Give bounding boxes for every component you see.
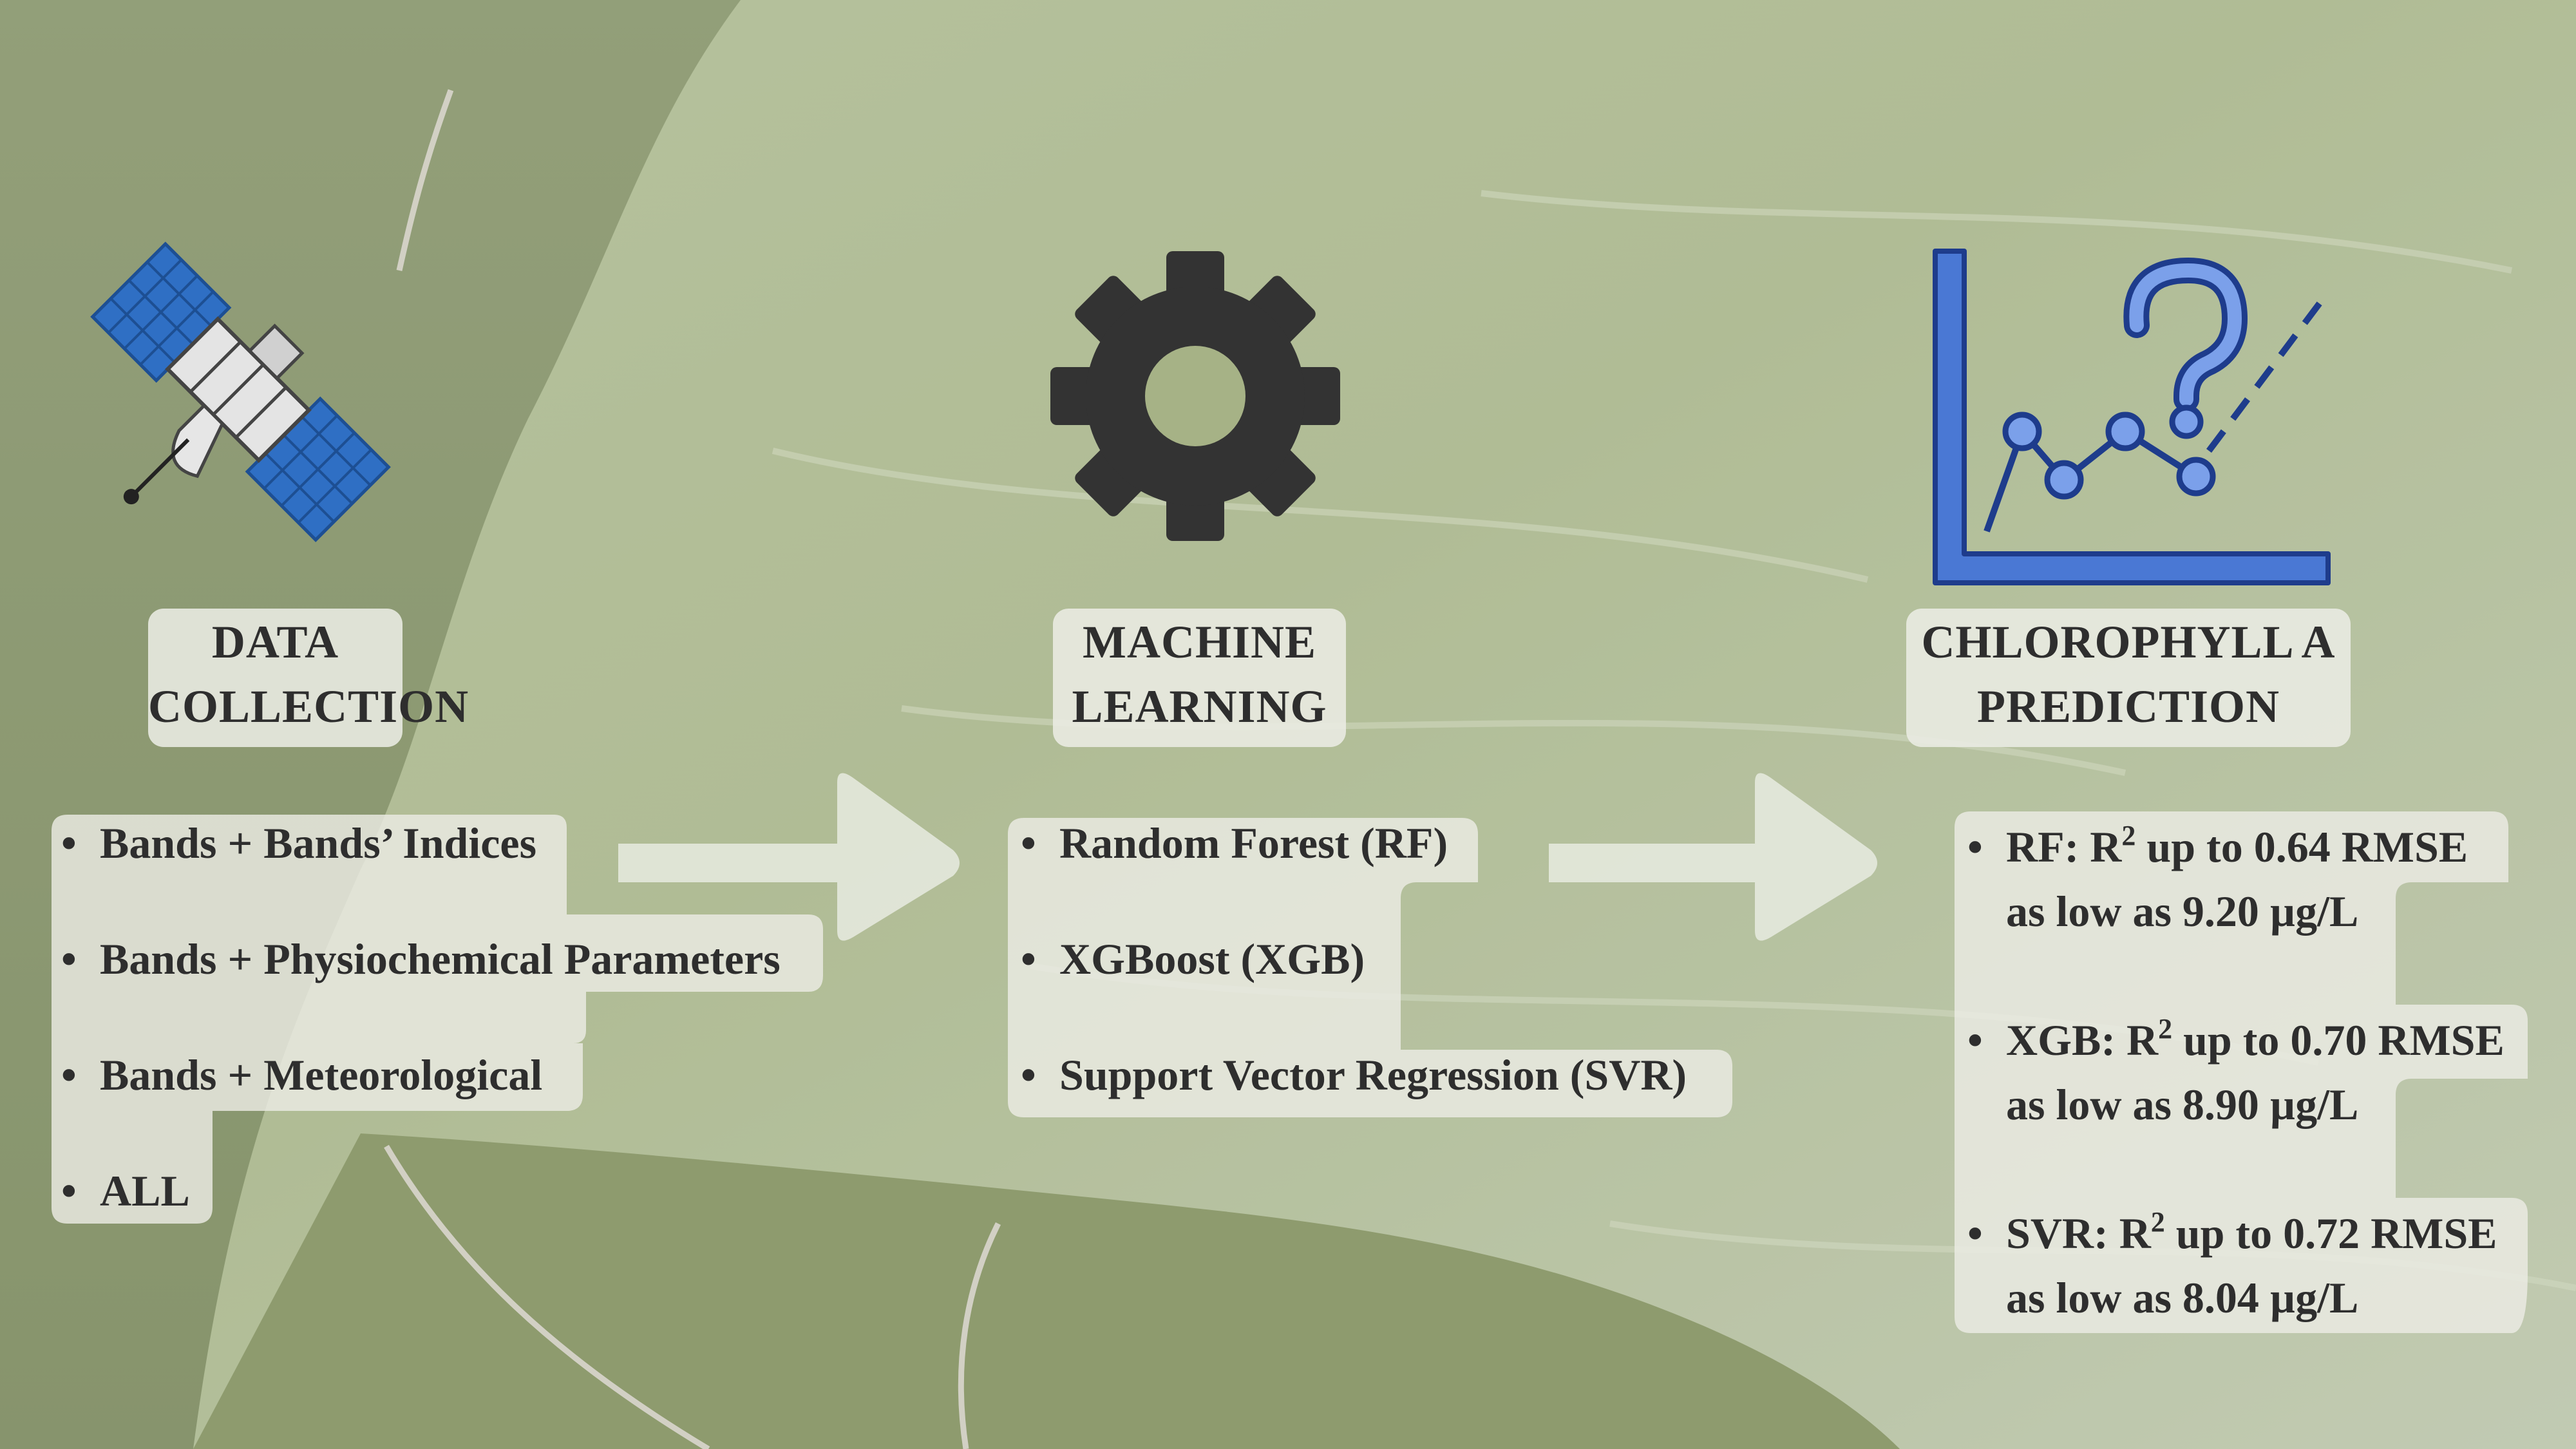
list-item-text: Bands + Bands’ Indices (100, 819, 537, 867)
prediction-title-line-1: CHLOROPHYLL A (1921, 616, 2336, 668)
bullet-dot: • (1021, 819, 1036, 867)
satellite-icon (90, 242, 391, 542)
rmse-value: as low as 9.20 µg/L (2006, 887, 2359, 936)
rmse-value: as low as 8.04 µg/L (2006, 1273, 2359, 1322)
chart-question-icon (1933, 249, 2331, 585)
list-item: • XGBoost (XGB) (1021, 934, 1365, 985)
machine-learning-title-line-2: LEARNING (1072, 681, 1327, 732)
bullet-dot: • (61, 1050, 77, 1099)
prediction-title-line-2: PREDICTION (1976, 681, 2280, 732)
prediction-title: CHLOROPHYLL A PREDICTION (1906, 610, 2351, 739)
r2-value: up to 0.70 RMSE (2172, 1016, 2505, 1065)
list-item: • Random Forest (RF) (1021, 818, 1448, 869)
gear-icon (1050, 251, 1340, 541)
rmse-value: as low as 8.90 µg/L (2006, 1080, 2359, 1129)
list-item-text: Bands + Physiochemical Parameters (100, 934, 781, 983)
list-item-text: XGBoost (XGB) (1059, 934, 1365, 983)
south-shore (193, 1133, 1900, 1449)
arrow-data-to-ml (618, 773, 960, 941)
panel-bg-machine-learning (1008, 818, 1732, 1117)
panel-bg-prediction (1955, 811, 2528, 1333)
r2-symbol: R (2090, 822, 2122, 871)
r2-superscript: 2 (2158, 1013, 2173, 1045)
list-item-text: Random Forest (RF) (1059, 819, 1448, 867)
bullet-dot: • (1021, 934, 1036, 983)
r2-superscript: 2 (2150, 1206, 2165, 1238)
bullet-dot: • (61, 934, 77, 983)
prediction-item-svr: • SVR: R2 up to 0.72 RMSE as low as 8.04 … (1967, 1201, 2497, 1330)
r2-symbol: R (2119, 1209, 2151, 1258)
panel-bg-data-collection (52, 815, 823, 1224)
label-bg-machine-learning (1053, 609, 1346, 747)
machine-learning-title-line-1: MACHINE (1083, 616, 1316, 668)
model-name: RF: (2006, 822, 2079, 871)
bullet-dot: • (1967, 822, 1983, 871)
bullet-dot: • (1021, 1050, 1036, 1099)
data-collection-title-line-2: COLLECTION (148, 681, 469, 732)
list-item: • Bands + Bands’ Indices (61, 818, 536, 869)
roads (384, 89, 1001, 1449)
arrow-ml-to-prediction (1549, 773, 1877, 941)
list-item-text: Bands + Meteorological (100, 1050, 543, 1099)
bullet-dot: • (61, 1166, 77, 1215)
model-name: SVR: (2006, 1209, 2108, 1258)
r2-value: up to 0.64 RMSE (2136, 822, 2468, 871)
prediction-item-rf: • RF: R2 up to 0.64 RMSE as low as 9.20 µ… (1967, 815, 2468, 943)
model-name: XGB: (2006, 1016, 2116, 1065)
list-item: • Bands + Meteorological (61, 1050, 542, 1101)
r2-superscript: 2 (2121, 820, 2136, 851)
list-item: • Support Vector Regression (SVR) (1021, 1050, 1687, 1101)
data-collection-title-line-1: DATA (211, 616, 339, 668)
prediction-item-xgb: • XGB: R2 up to 0.70 RMSE as low as 8.90 … (1967, 1008, 2505, 1137)
list-item-text: Support Vector Regression (SVR) (1059, 1050, 1687, 1099)
data-collection-title: DATA COLLECTION (148, 610, 469, 739)
label-bg-data-collection (148, 609, 402, 747)
label-bg-prediction (1906, 609, 2351, 747)
bullet-dot: • (1967, 1016, 1983, 1065)
list-item-text: ALL (100, 1166, 190, 1215)
bullet-dot: • (61, 819, 77, 867)
machine-learning-title: MACHINE LEARNING (1053, 610, 1346, 739)
list-item: • ALL (61, 1166, 190, 1217)
bullet-dot: • (1967, 1209, 1983, 1258)
list-item: • Bands + Physiochemical Parameters (61, 934, 781, 985)
r2-value: up to 0.72 RMSE (2164, 1209, 2497, 1258)
r2-symbol: R (2126, 1016, 2159, 1065)
